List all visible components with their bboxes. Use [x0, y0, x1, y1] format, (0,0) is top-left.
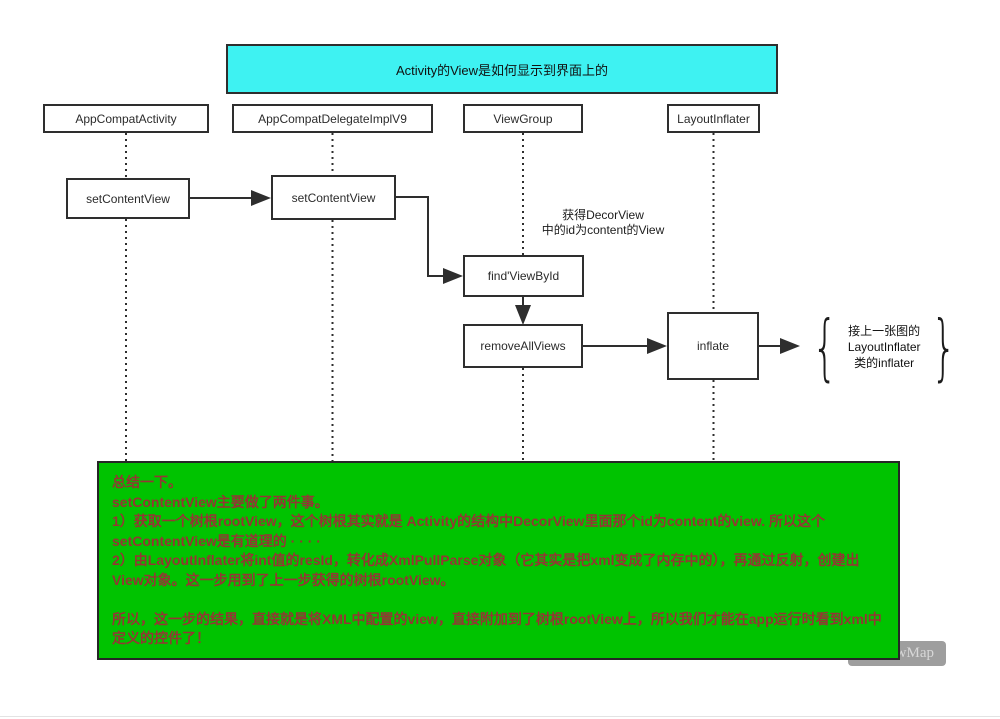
- summary-line: 总结一下。: [112, 474, 182, 490]
- decorview-note: 获得DecorView 中的id为content的View: [528, 208, 678, 238]
- inflater-brace-note: { 接上一张图的 LayoutInflater 类的inflater }: [802, 305, 956, 389]
- lane-header-label: AppCompatDelegateImplV9: [258, 111, 407, 126]
- node-label: setContentView: [86, 191, 170, 206]
- node-label: find'ViewById: [487, 269, 560, 283]
- diagram-title: Activity的View是如何显示到界面上的: [226, 44, 778, 94]
- decorview-note-line2: 中的id为content的View: [541, 223, 665, 237]
- lane-header-appcompatdelegateimplv9: AppCompatDelegateImplV9: [232, 104, 433, 133]
- summary-line: [112, 590, 885, 610]
- brace-note-line2: LayoutInflater: [847, 340, 921, 354]
- node-findviewbyid: find'ViewById: [463, 255, 584, 297]
- node-removeallviews: removeAllViews: [463, 324, 583, 368]
- lane-header-label: LayoutInflater: [677, 111, 750, 126]
- brace-note-line1: 接上一张图的: [848, 324, 921, 338]
- node-setcontentview-delegate: setContentView: [271, 175, 396, 220]
- lane-header-appcompatactivity: AppCompatActivity: [43, 104, 209, 133]
- summary-line: 1）获取一个树根rootView，这个树根其实就是 Activity的结构中De…: [112, 513, 826, 549]
- lane-header-layoutinflater: LayoutInflater: [667, 104, 760, 133]
- lane-header-label: ViewGroup: [493, 111, 553, 126]
- watermark-label: wMap: [895, 645, 934, 661]
- right-brace: }: [930, 305, 957, 389]
- brace-note-text: 接上一张图的 LayoutInflater 类的inflater: [848, 323, 921, 371]
- decorview-note-line1: 获得DecorView: [562, 208, 644, 222]
- node-label: removeAllViews: [480, 339, 566, 353]
- summary-line: setContentView主要做了两件事。: [112, 493, 329, 510]
- lane-header-viewgroup: ViewGroup: [463, 104, 583, 133]
- node-label: inflate: [696, 339, 730, 353]
- node-inflate: inflate: [667, 312, 759, 380]
- page-bottom-divider: [0, 716, 1000, 717]
- left-brace: {: [812, 305, 838, 389]
- summary-line: 2）由LayoutInflater将int值的resId，转化成XmlPullP…: [112, 552, 860, 588]
- summary-note: 总结一下。 setContentView主要做了两件事。 1）获取一个树根roo…: [97, 461, 900, 660]
- brace-note-line3: 类的inflater: [854, 356, 915, 370]
- diagram-title-label: Activity的View是如何显示到界面上的: [395, 62, 609, 78]
- lane-header-label: AppCompatActivity: [75, 111, 177, 126]
- node-label: setContentView: [291, 190, 376, 205]
- node-setcontentview-activity: setContentView: [66, 178, 190, 219]
- summary-line: 所以，这一步的结果，直接就是将XML中配置的view，直接附加到了树根rootV…: [112, 610, 882, 647]
